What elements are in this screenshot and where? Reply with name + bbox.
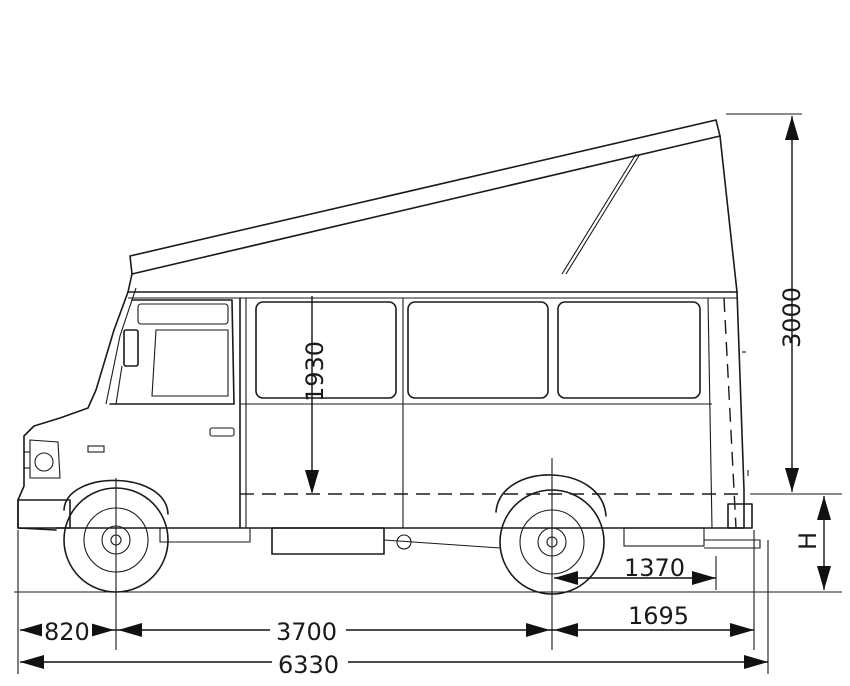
van-body — [17, 287, 761, 555]
dim-1370-label: 1370 — [624, 554, 685, 582]
dim-3000-label: 3000 — [778, 287, 806, 348]
dimension-6330: 6330 — [20, 648, 768, 679]
dim-1695-label: 1695 — [628, 602, 689, 630]
dimension-1930: 1930 — [301, 296, 329, 494]
dimension-1370: 1370 — [554, 554, 716, 585]
dimension-3000: 3000 — [778, 116, 806, 492]
dim-h-label: H — [794, 532, 822, 550]
dimension-h: H — [794, 496, 831, 590]
reference-lines — [14, 113, 842, 674]
dim-820-label: 820 — [44, 618, 90, 646]
pop-up-roof — [127, 119, 738, 293]
dim-1930-label: 1930 — [301, 341, 329, 402]
wheel-arches — [63, 474, 607, 517]
dimension-row-lengths: 820 3700 1695 — [20, 602, 754, 646]
dim-6330-label: 6330 — [278, 651, 339, 679]
dim-3700-label: 3700 — [276, 618, 337, 646]
